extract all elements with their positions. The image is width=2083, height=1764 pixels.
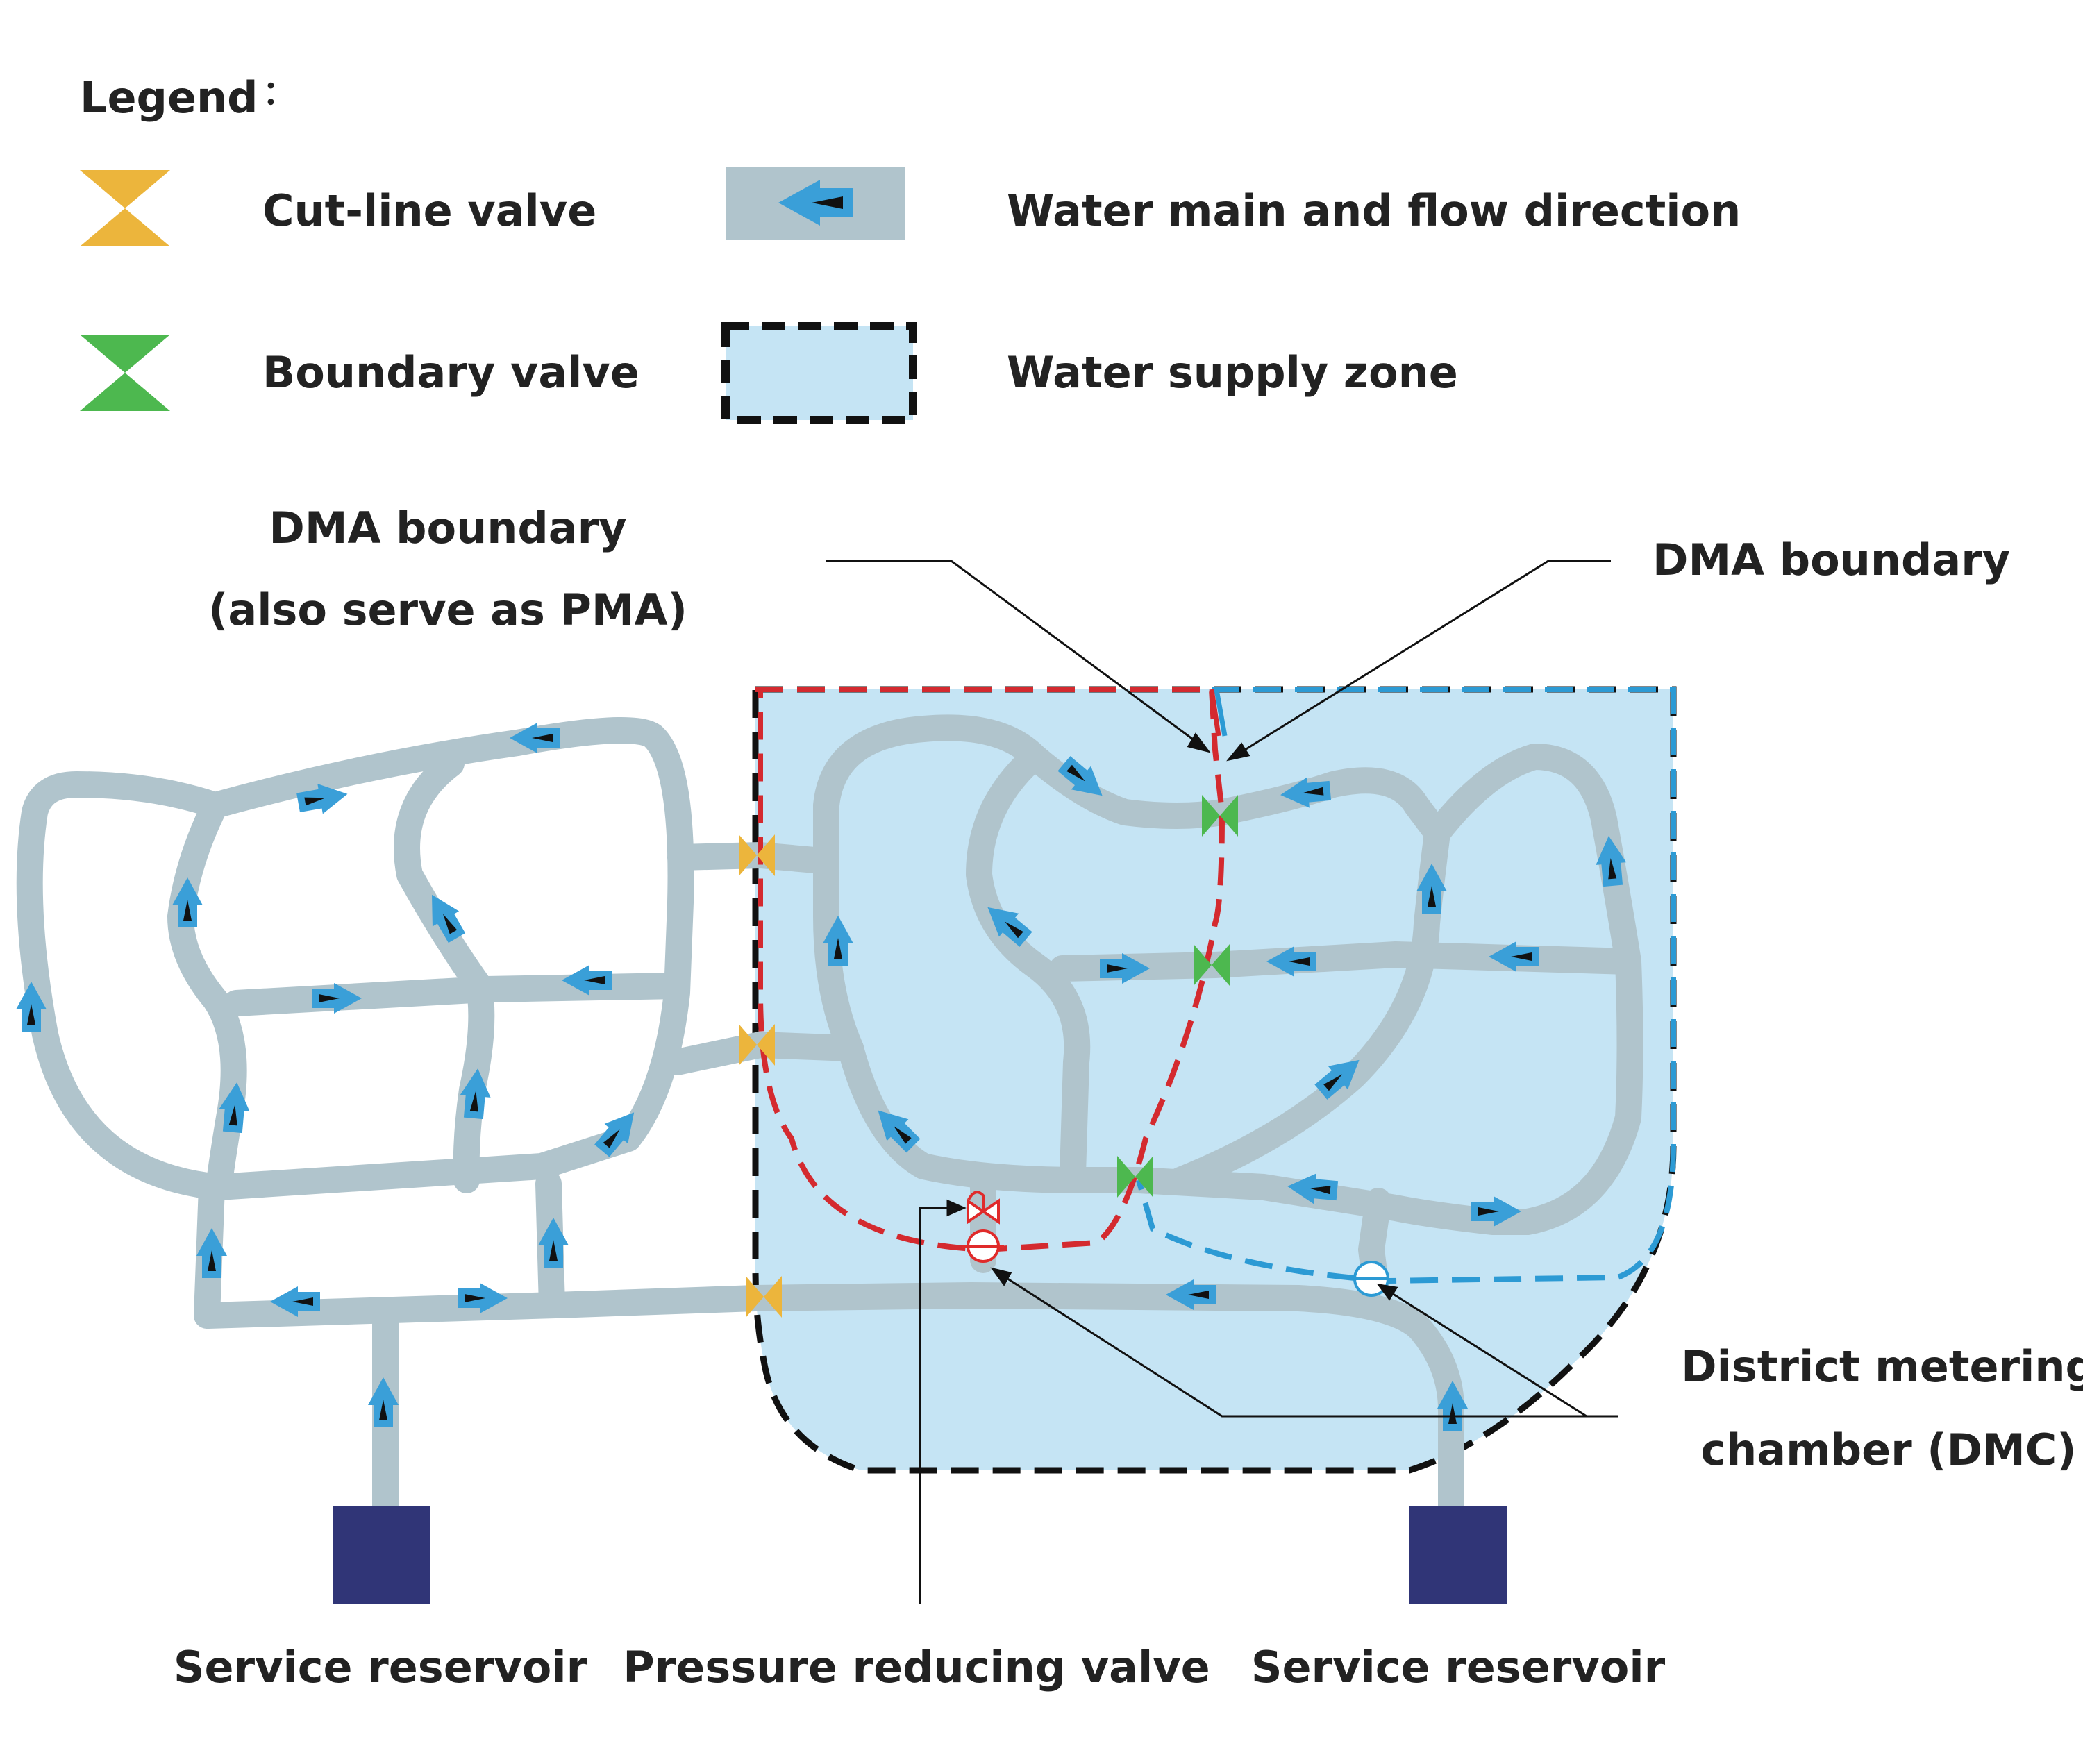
reservoir-left-label: Service reservoir	[174, 1642, 588, 1692]
boundary-valve-legend-icon	[80, 335, 170, 411]
legend-boundary-valve-label: Boundary valve	[262, 347, 639, 398]
legend: Legend ： Cut-line valve Water main and f…	[80, 72, 1741, 424]
dmc-label-line2: chamber (DMC)	[1700, 1425, 2076, 1475]
supply-zone-legend-icon	[721, 322, 917, 424]
legend-water-main-label: Water main and flow direction	[1007, 185, 1741, 236]
prv-label: Pressure reducing valve	[623, 1642, 1210, 1692]
dma-pma-label-line1: DMA boundary	[269, 503, 626, 553]
pressure-reducing-valve-icon	[962, 1191, 1004, 1263]
reservoir-right-label: Service reservoir	[1251, 1642, 1666, 1692]
legend-cut-line-valve-label: Cut-line valve	[262, 185, 596, 236]
water-main-legend-icon	[726, 167, 905, 240]
legend-title-colon: ：	[262, 74, 296, 112]
legend-supply-zone-label: Water supply zone	[1007, 347, 1458, 398]
dma-boundary-label: DMA boundary	[1653, 535, 2010, 585]
leader-lines	[826, 560, 1618, 1604]
service-reservoir-right	[1409, 1506, 1507, 1604]
dmc-label-line1: District metering	[1681, 1341, 2083, 1392]
service-reservoir-left	[333, 1506, 430, 1604]
dma-boundary-red	[755, 687, 1225, 1253]
dma-pma-label-line2: (also serve as PMA)	[208, 585, 687, 635]
legend-title: Legend	[80, 72, 258, 123]
cut-line-valve-legend-icon	[80, 170, 170, 246]
